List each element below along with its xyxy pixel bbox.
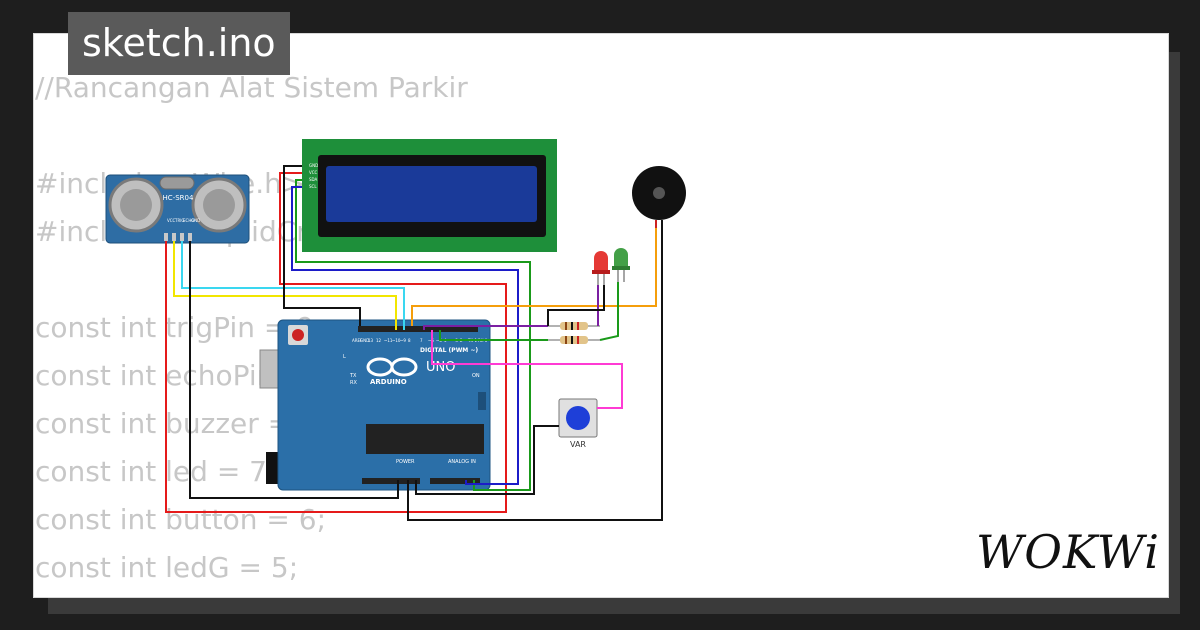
- sensor-pin-label: GND: [191, 218, 200, 223]
- led-label: ON: [472, 373, 480, 379]
- led-label: L: [343, 354, 346, 360]
- sensor-pin-label: VCC: [167, 218, 176, 223]
- arduino-uno-board[interactable]: AREF GND 13 12 ~11 ~10 ~9 8 7 ~6 ~5 4 ~3…: [259, 319, 491, 491]
- sensor-label: HC-SR04: [163, 194, 194, 202]
- code-line: const int button = 6;: [35, 503, 327, 536]
- sketch-title[interactable]: sketch.ino: [68, 12, 290, 75]
- project-card[interactable]: [33, 33, 1169, 598]
- button-label: VAR: [570, 440, 586, 449]
- board-model: UNO: [426, 360, 455, 375]
- wokwi-logo: WOKWi: [976, 525, 1160, 579]
- led-label: TX: [349, 373, 357, 379]
- pin-label: AREF: [352, 338, 363, 343]
- led-green[interactable]: [612, 248, 630, 282]
- arduino-logo-icon: [366, 357, 418, 377]
- resistor[interactable]: [548, 336, 600, 344]
- lcd-pin-label: SDA: [309, 177, 318, 182]
- led-label: RX: [350, 380, 357, 386]
- sensor-pin-label: ECHO: [183, 218, 194, 223]
- pin-label: 12: [376, 338, 382, 343]
- pin-label: 8: [408, 338, 411, 343]
- digital-label: DIGITAL (PWM ~): [420, 347, 478, 354]
- lcd-pin-label: GND: [309, 163, 318, 168]
- power-label: POWER: [396, 459, 415, 465]
- code-line: const int led = 7;: [35, 455, 277, 488]
- sensor-pin-label: TRIG: [174, 218, 185, 223]
- pin-label: GND: [360, 338, 369, 343]
- lcd-display[interactable]: GND VCC SDA SCL: [302, 139, 557, 252]
- code-line: //Rancangan Alat Sistem Parkir: [35, 71, 468, 104]
- push-button[interactable]: VAR: [558, 398, 598, 449]
- resistor[interactable]: [548, 322, 600, 330]
- buzzer[interactable]: [632, 166, 686, 228]
- analog-label: ANALOG IN: [448, 459, 476, 465]
- code-line: const int ledG = 5;: [35, 551, 299, 584]
- pin-label: ~11: [384, 338, 393, 343]
- board-brand: ARDUINO: [370, 378, 407, 386]
- lcd-pin-label: VCC: [309, 170, 318, 175]
- led-red[interactable]: [592, 251, 610, 285]
- pin-label: 13: [368, 338, 374, 343]
- wires: [165, 165, 663, 521]
- pin-label: ~9: [400, 338, 406, 343]
- ultrasonic-sensor[interactable]: HC-SR04 VCC TRIG ECHO GND: [105, 174, 250, 244]
- lcd-pin-label: SCL: [309, 184, 317, 189]
- pin-label: 7: [420, 338, 423, 343]
- pin-label: ~10: [392, 338, 401, 343]
